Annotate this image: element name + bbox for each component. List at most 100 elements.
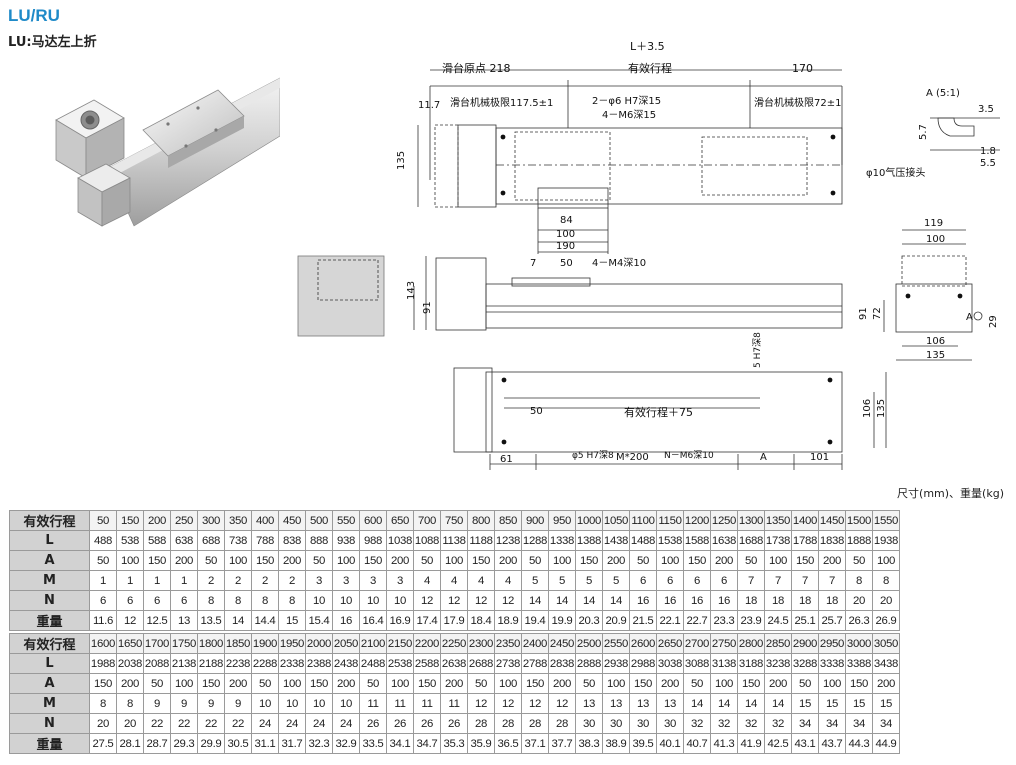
table-cell: 20 <box>89 713 117 734</box>
table-cell: 100 <box>656 550 684 571</box>
table-cell: 2000 <box>305 633 333 654</box>
table-cell: 200 <box>116 673 144 694</box>
table-cell: 2738 <box>494 653 522 674</box>
table-cell: 1850 <box>224 633 252 654</box>
table-cell: 6 <box>89 590 117 611</box>
table-cell: 50 <box>575 673 603 694</box>
table-cell: 28 <box>548 713 576 734</box>
dim-101: 101 <box>810 452 829 463</box>
row-header: A <box>9 550 90 571</box>
table-cell: 200 <box>440 673 468 694</box>
row-header: 重量 <box>9 733 90 754</box>
table-cell: 35.9 <box>467 733 495 754</box>
table-cell: 14 <box>710 693 738 714</box>
table-cell: 8 <box>116 693 144 714</box>
table-cell: 838 <box>278 530 306 551</box>
table-cell: 1938 <box>872 530 900 551</box>
dim-100-right: 100 <box>926 234 945 245</box>
dimension-drawing: L＋3.5 滑台原点 218 有效行程 170 11.7 滑台机械极限117.5… <box>297 40 1000 470</box>
table-cell: 888 <box>305 530 333 551</box>
table-cell: 13 <box>602 693 630 714</box>
table-cell: 8 <box>89 693 117 714</box>
holes-m4: 4－M4深10 <box>592 257 646 269</box>
table-cell: 100 <box>170 673 198 694</box>
table-cell: 50 <box>737 550 765 571</box>
table-cell: 538 <box>116 530 144 551</box>
table-cell: 33.5 <box>359 733 387 754</box>
table-cell: 3288 <box>791 653 819 674</box>
table-cell: 2150 <box>386 633 414 654</box>
table-cell: 1838 <box>818 530 846 551</box>
table-cell: 18 <box>764 590 792 611</box>
table-cell: 19.4 <box>521 610 549 631</box>
dim-5-7: 5.7 <box>918 124 929 140</box>
table-cell: 14 <box>737 693 765 714</box>
table-cell: 150 <box>737 673 765 694</box>
table-cell: 1438 <box>602 530 630 551</box>
dim-5h7: 5 H7深8 <box>752 332 763 368</box>
table-cell: 12 <box>467 693 495 714</box>
dim-84: 84 <box>560 215 573 226</box>
dim-29: 29 <box>988 315 999 328</box>
table-cell: 3050 <box>872 633 900 654</box>
table-cell: 1138 <box>440 530 468 551</box>
table-cell: 1238 <box>494 530 522 551</box>
table-cell: 50 <box>89 510 117 531</box>
table-cell: 30 <box>629 713 657 734</box>
table-cell: 200 <box>710 550 738 571</box>
table-cell: 35.3 <box>440 733 468 754</box>
table-cell: 15 <box>872 693 900 714</box>
table-cell: 5 <box>548 570 576 591</box>
table-cell: 20 <box>872 590 900 611</box>
table-cell: 26.9 <box>872 610 900 631</box>
table-cell: 1188 <box>467 530 495 551</box>
table-cell: 1650 <box>116 633 144 654</box>
dim-7: 7 <box>530 258 536 269</box>
table-cell: 150 <box>467 550 495 571</box>
table-cell: 200 <box>764 673 792 694</box>
table-cell: 14 <box>683 693 711 714</box>
table-cell: 32 <box>710 713 738 734</box>
table-cell: 11 <box>386 693 414 714</box>
table-cell: 26 <box>413 713 441 734</box>
table-cell: 1 <box>116 570 144 591</box>
table-cell: 2338 <box>278 653 306 674</box>
table-cell: 2638 <box>440 653 468 674</box>
table-cell: 1350 <box>764 510 792 531</box>
table-cell: 9 <box>224 693 252 714</box>
table-cell: 1450 <box>818 510 846 531</box>
table-cell: 2850 <box>764 633 792 654</box>
table-cell: 10 <box>251 693 279 714</box>
holes-m6: 4－M6深15 <box>602 109 656 121</box>
table-cell: 13 <box>575 693 603 714</box>
table-cell: 11 <box>413 693 441 714</box>
table-cell: 2938 <box>602 653 630 674</box>
dim-135: 135 <box>396 151 407 170</box>
table-cell: 20.3 <box>575 610 603 631</box>
table-cell: 100 <box>872 550 900 571</box>
table-cell: 34.7 <box>413 733 441 754</box>
dim-61: 61 <box>500 454 513 465</box>
table-cell: 37.7 <box>548 733 576 754</box>
table-cell: 2688 <box>467 653 495 674</box>
table-cell: 6 <box>629 570 657 591</box>
table-cell: 42.5 <box>764 733 792 754</box>
table-cell: 200 <box>872 673 900 694</box>
table-cell: 16 <box>656 590 684 611</box>
table-cell: 150 <box>197 673 225 694</box>
dim-origin: 滑台原点 218 <box>442 61 511 75</box>
table-cell: 15.4 <box>305 610 333 631</box>
table-cell: 26.3 <box>845 610 873 631</box>
table-cell: 14.4 <box>251 610 279 631</box>
table-cell: 12 <box>440 590 468 611</box>
table-cell: 2438 <box>332 653 360 674</box>
product-photo <box>55 77 280 227</box>
table-cell: 938 <box>332 530 360 551</box>
table-cell: 100 <box>278 673 306 694</box>
table-cell: 2050 <box>332 633 360 654</box>
